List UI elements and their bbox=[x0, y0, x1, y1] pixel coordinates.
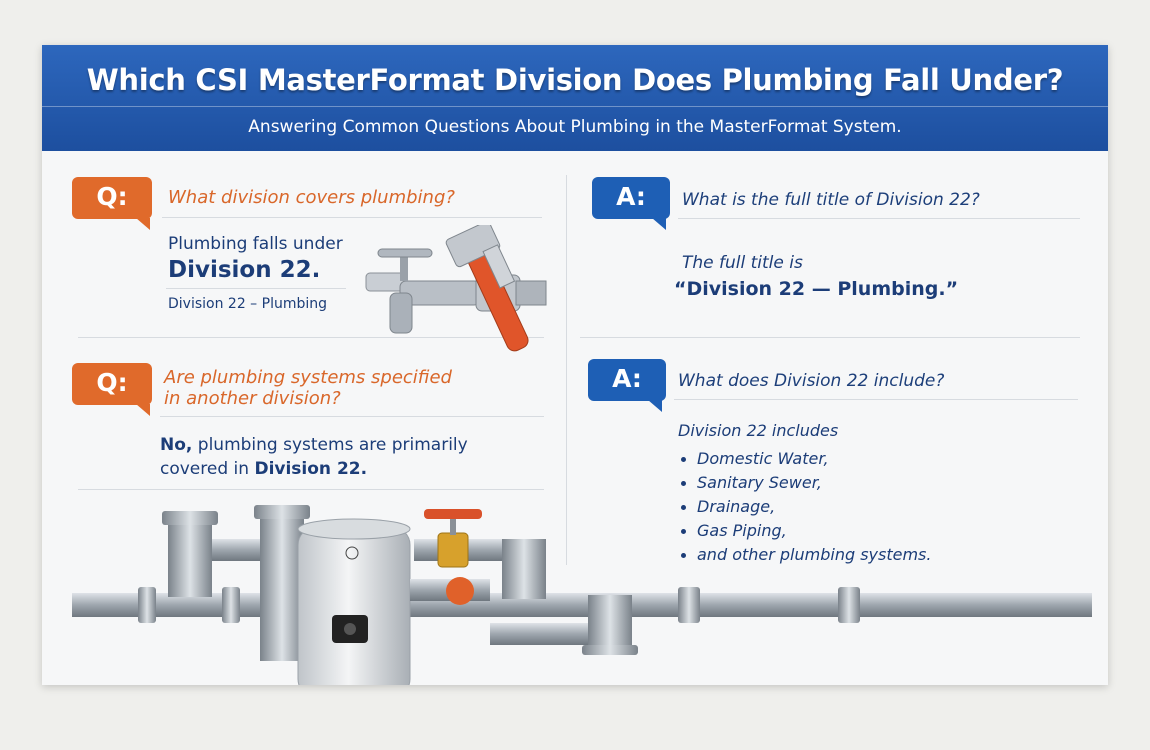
answer-2-line-1: No, plumbing systems are primarily bbox=[160, 433, 468, 457]
full-title-value: “Division 22 — Plumbing.” bbox=[674, 278, 959, 300]
answer-2-title-underline bbox=[674, 399, 1078, 400]
page-title: Which CSI MasterFormat Division Does Plu… bbox=[86, 63, 1064, 97]
column-divider bbox=[566, 175, 567, 565]
answer-2-division: Division 22. bbox=[254, 459, 368, 479]
header-divider bbox=[42, 106, 1108, 107]
answer-2-no: No, bbox=[160, 435, 193, 455]
page-subtitle: Answering Common Questions About Plumbin… bbox=[248, 117, 902, 137]
answer-2-line-1-rest: plumbing systems are primarily bbox=[192, 435, 468, 455]
answer-1-title-underline bbox=[678, 218, 1080, 219]
full-title-intro: The full title is bbox=[682, 253, 803, 273]
question-1-text: What division covers plumbing? bbox=[168, 187, 455, 208]
answer-2-line-2-rest: covered in bbox=[160, 459, 255, 479]
answer-1-line-1: Plumbing falls under bbox=[168, 234, 343, 254]
includes-list: Domestic Water, Sanitary Sewer, Drainage… bbox=[677, 447, 931, 567]
answer-2-title: What does Division 22 include? bbox=[678, 371, 945, 391]
answer-2-text: No, plumbing systems are primarily cover… bbox=[160, 433, 468, 481]
valve-icon bbox=[437, 532, 469, 568]
section-3-divider bbox=[78, 489, 544, 490]
section-1-divider bbox=[78, 337, 544, 338]
answer-1-line-2: Division 22. bbox=[168, 257, 321, 283]
answer-1-title: What is the full title of Division 22? bbox=[682, 190, 980, 210]
question-2-line-1: Are plumbing systems specified bbox=[164, 367, 452, 388]
question-2-line-2: in another division? bbox=[164, 388, 341, 409]
question-2-text: Are plumbing systems specified in anothe… bbox=[164, 367, 452, 409]
question-badge-2: Q: bbox=[72, 363, 152, 416]
question-1-underline bbox=[162, 217, 542, 218]
question-2-underline bbox=[160, 416, 544, 417]
section-2-divider bbox=[580, 337, 1080, 338]
includes-intro: Division 22 includes bbox=[678, 421, 839, 440]
header-banner: Which CSI MasterFormat Division Does Plu… bbox=[42, 45, 1108, 151]
pipe-network-icon bbox=[72, 505, 1092, 685]
answer-badge-2: A: bbox=[588, 359, 666, 412]
list-item: Domestic Water, bbox=[677, 447, 931, 471]
answer-1-underline bbox=[166, 288, 346, 289]
answer-badge-1: A: bbox=[592, 177, 670, 230]
list-item: and other plumbing systems. bbox=[677, 543, 931, 567]
answer-2-line-2: covered in Division 22. bbox=[160, 457, 468, 481]
list-item: Gas Piping, bbox=[677, 519, 931, 543]
infographic-card: Which CSI MasterFormat Division Does Plu… bbox=[42, 45, 1108, 685]
list-item: Sanitary Sewer, bbox=[677, 471, 931, 495]
question-badge-1: Q: bbox=[72, 177, 152, 230]
wrench-icon bbox=[445, 225, 529, 352]
list-item: Drainage, bbox=[677, 495, 931, 519]
answer-1-caption: Division 22 – Plumbing bbox=[168, 296, 328, 312]
